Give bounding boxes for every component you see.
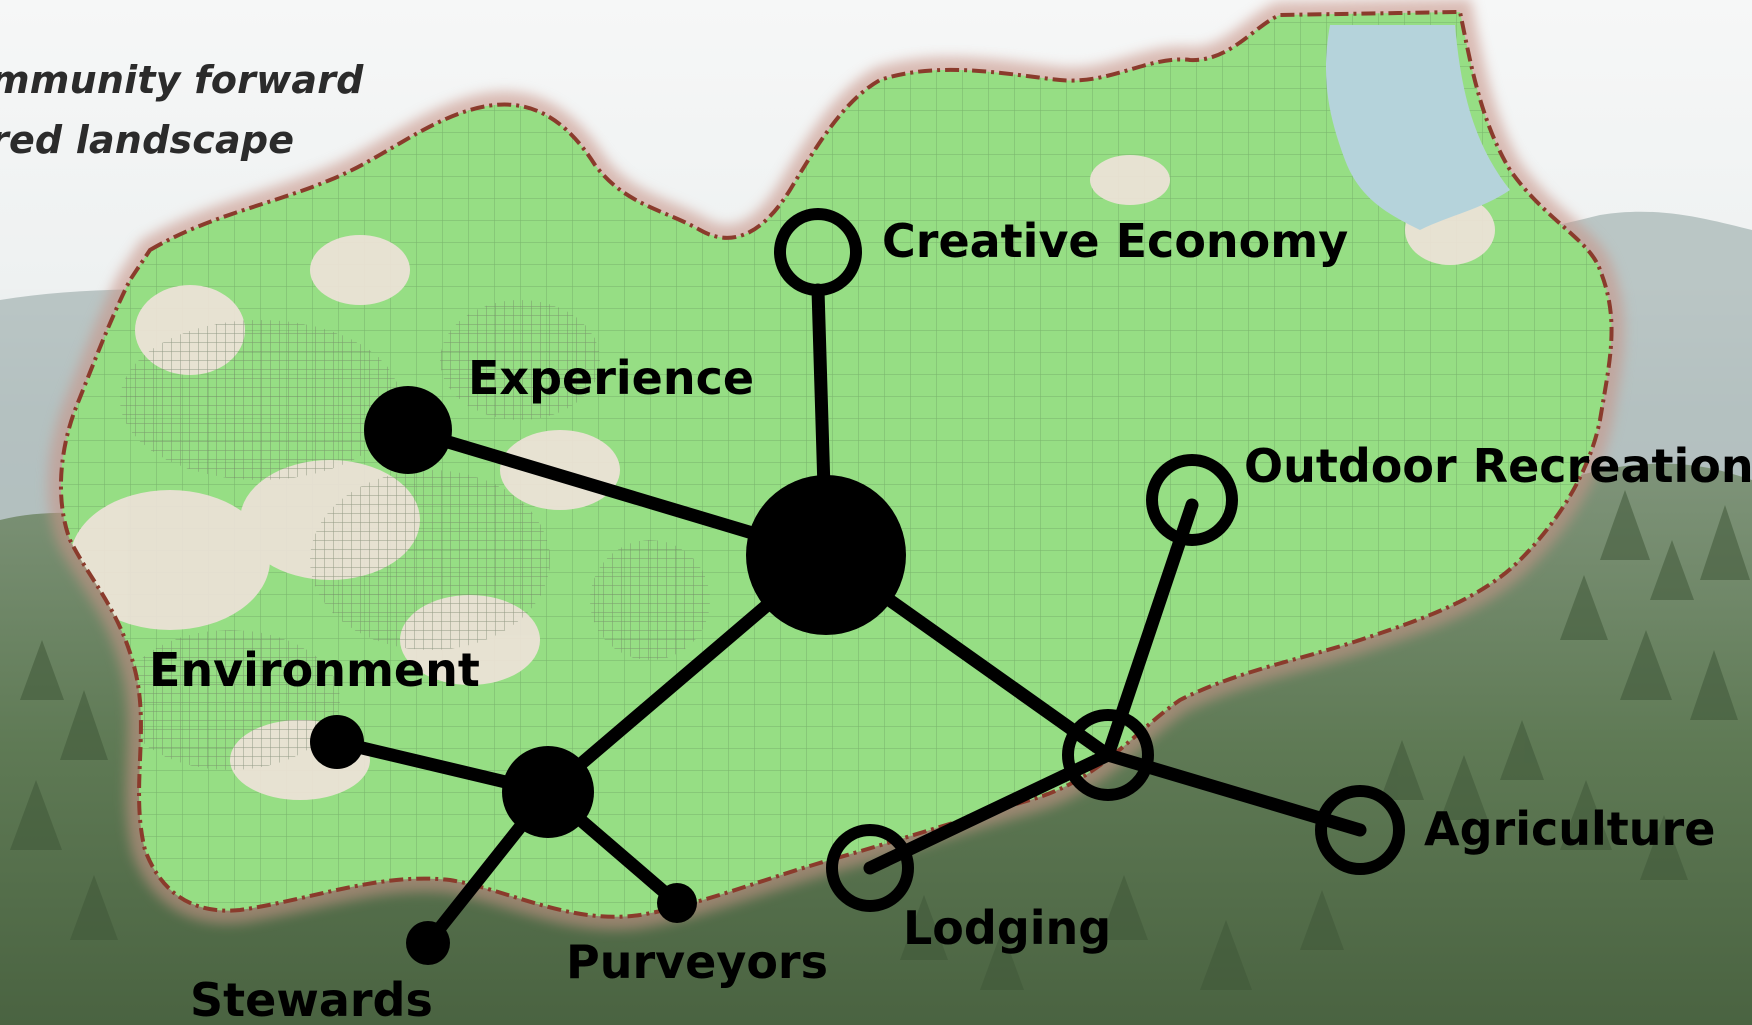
- hub-node: [746, 475, 906, 635]
- label-environment: Environment: [149, 643, 480, 697]
- node-environment: [310, 715, 364, 769]
- headline-line-1: mmunity forward: [0, 58, 364, 102]
- node-stewards: [406, 921, 450, 965]
- junction-node-lodging: [1062, 709, 1154, 801]
- label-creative-economy: Creative Economy: [882, 214, 1348, 268]
- tree-texture: [10, 490, 1750, 990]
- network-nodes: [310, 208, 1405, 965]
- node-agriculture: [1315, 785, 1405, 875]
- node-lodging: [826, 824, 914, 912]
- junction-node-purveyors: [502, 746, 594, 838]
- node-labels: Creative Economy Experience Outdoor Recr…: [149, 214, 1752, 1025]
- headline-line-2: red landscape: [0, 118, 295, 162]
- node-creative-economy: [774, 208, 862, 296]
- node-outdoor-recreation: [1146, 454, 1238, 546]
- label-stewards: Stewards: [190, 973, 433, 1025]
- label-agriculture: Agriculture: [1424, 802, 1715, 856]
- node-purveyors: [657, 883, 697, 923]
- label-experience: Experience: [468, 351, 754, 405]
- node-experience: [364, 386, 452, 474]
- dense-parcel-areas: [120, 300, 710, 770]
- lake: [1325, 25, 1510, 230]
- label-outdoor-recreation: Outdoor Recreation: [1244, 439, 1752, 493]
- label-purveyors: Purveyors: [566, 935, 828, 989]
- label-lodging: Lodging: [903, 901, 1111, 955]
